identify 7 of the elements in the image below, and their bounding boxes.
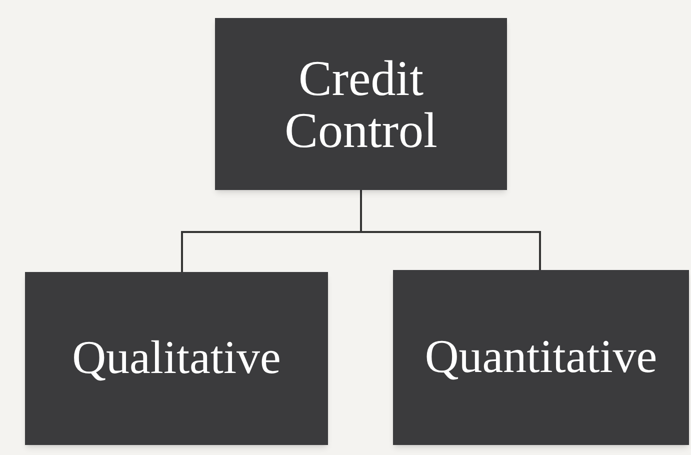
box-label: Qualitative [71, 334, 282, 384]
process-box [393, 270, 689, 445]
process-box [25, 272, 328, 445]
box-label: Credit Control [284, 52, 438, 156]
connector-line [360, 190, 541, 270]
box-label: Quantitative [424, 332, 658, 382]
process-box [215, 18, 507, 190]
